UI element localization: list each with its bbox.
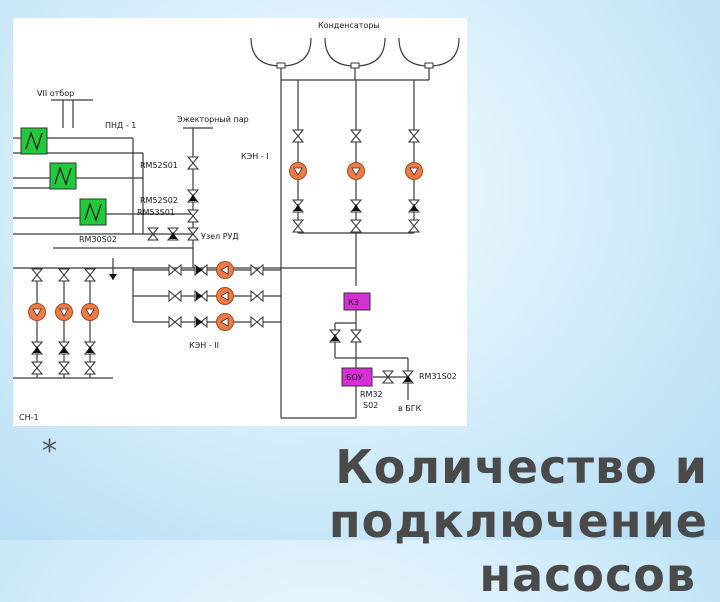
left-pump-group (28, 268, 117, 375)
ken2-label: КЭН - II (189, 341, 219, 350)
rm53s01-label: RM53S01 (137, 208, 175, 217)
title-bullet: * (42, 434, 57, 469)
extraction-label: VII отбор (37, 89, 74, 98)
condensers-label: Конденсаторы (318, 21, 380, 30)
rm31s02-label: RM31S02 (419, 372, 457, 381)
uzel-rud-label: Узел РУД (201, 232, 239, 241)
pipe-lines (13, 37, 460, 419)
rm52s01-label: RM52S01 (140, 161, 178, 170)
ken1-label: КЭН - I (241, 152, 269, 161)
kz-block (343, 292, 371, 311)
slide-title-line1: Количество и подключение (328, 440, 708, 548)
slide-title: Количество и подключение насосов (48, 440, 708, 602)
bou-label: БОУ (346, 373, 363, 382)
ejector-steam-label: Эжекторный пар (177, 115, 249, 124)
bou-block (341, 367, 373, 387)
lp-heater-label: ПНД - 1 (105, 121, 136, 130)
to-bgk-label: в БГК (398, 404, 422, 413)
slide-title-line2: насосов (479, 548, 696, 602)
s02-label: S02 (363, 401, 378, 410)
sn1-label: СН-1 (19, 413, 39, 422)
thermal-scheme-diagram: Конденсаторы VII отбор ПНД - 1 Эжекторны… (13, 18, 467, 426)
rm32-label: RM32 (360, 390, 383, 399)
kz-label: КЗ (348, 298, 359, 307)
rm52s02-label: RM52S02 (140, 196, 178, 205)
condenser-outlets (276, 62, 434, 69)
scheme-svg: Конденсаторы VII отбор ПНД - 1 Эжекторны… (13, 21, 460, 422)
rm30s02-label: RM30S02 (79, 235, 117, 244)
heater-group (20, 127, 107, 226)
